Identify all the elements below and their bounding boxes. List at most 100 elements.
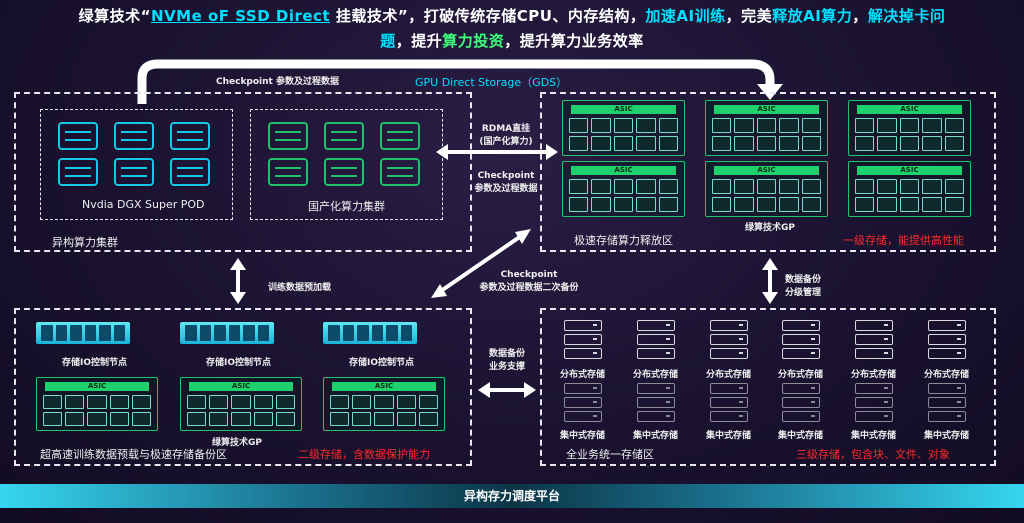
headline-text: ，	[852, 7, 868, 25]
asic-board: ASIC	[36, 377, 158, 431]
storage-io-node-icon	[180, 322, 274, 344]
asic-chip	[87, 412, 107, 426]
server-unit	[855, 320, 893, 331]
checkpoint-mid-label: Checkpoint 参数及过程数据	[470, 171, 542, 194]
server-unit	[637, 334, 675, 345]
asic-chip-grid	[712, 118, 821, 151]
asic-chip	[613, 136, 634, 151]
preload-zone-note: 二级存储，含数据保护能力	[298, 448, 430, 461]
asic-board: ASIC	[562, 100, 685, 156]
io-slot	[199, 325, 211, 341]
nvidia-gpu-icon	[170, 122, 210, 150]
asic-chip	[275, 395, 295, 409]
nvidia-gpu-icon	[170, 158, 210, 186]
asic-chip	[756, 118, 777, 133]
asic-chip	[658, 118, 678, 133]
server-unit	[637, 348, 675, 359]
headline-highlight: 算力投资	[442, 32, 505, 50]
domestic-gpu-icon	[268, 122, 308, 150]
headline-link[interactable]: NVMe oF SSD Direct	[151, 7, 331, 25]
server-unit	[782, 348, 820, 359]
domestic-gpu-icon	[324, 158, 364, 186]
distributed-server-icon	[710, 320, 748, 362]
business-support-label: 数据备份 业务支撑	[478, 346, 536, 372]
server-unit	[710, 348, 748, 359]
preload-backup-zone	[14, 308, 472, 466]
asic-chip	[922, 118, 942, 133]
checkpoint-mid-line-1: Checkpoint	[477, 171, 535, 181]
io-slot	[342, 325, 354, 341]
asic-chip	[944, 179, 964, 194]
asic-chip	[756, 179, 777, 194]
server-unit	[637, 397, 675, 408]
domestic-gpu-icon	[380, 122, 420, 150]
central-storage-label: 集中式存储	[851, 431, 897, 441]
asic-chip	[253, 412, 273, 426]
asic-chip	[330, 395, 350, 409]
asic-chip	[779, 118, 799, 133]
io-node-label: 存储IO控制节点	[349, 358, 414, 368]
central-server-icon	[855, 383, 893, 425]
central-server-icon	[564, 383, 602, 425]
asic-chip	[712, 179, 732, 194]
checkpoint-second-label: Checkpoint 参数及过程数据二次备份	[470, 270, 588, 293]
asic-board: ASIC	[848, 100, 971, 156]
storage-io-node-icon	[36, 322, 130, 344]
asic-chip	[734, 136, 754, 151]
asic-chip	[877, 118, 897, 133]
asic-chip	[231, 412, 251, 426]
asic-chip	[613, 197, 634, 212]
train-preload-label: 训练数据预加载	[268, 283, 332, 293]
asic-chip	[65, 412, 85, 426]
unified-zone-note: 三级存储，包含块、文件、对象	[796, 448, 950, 461]
server-unit	[928, 411, 966, 422]
asic-chip	[396, 412, 416, 426]
distributed-storage-label: 分布式存储	[778, 370, 824, 380]
asic-chip	[756, 136, 777, 151]
hetero-cluster-title: 异构算力集群	[52, 236, 118, 249]
central-storage-label: 集中式存储	[633, 431, 679, 441]
asic-board: ASIC	[848, 161, 971, 217]
asic-label: ASIC	[714, 166, 819, 175]
asic-chip	[801, 179, 821, 194]
asic-chip	[855, 118, 875, 133]
server-unit	[637, 320, 675, 331]
asic-chip	[801, 136, 821, 151]
fast-storage-title: 极速存储算力释放区	[574, 234, 673, 247]
asic-chip	[899, 118, 920, 133]
asic-label: ASIC	[857, 105, 962, 114]
io-slot	[243, 325, 255, 341]
backup-mgmt-line-2: 分级管理	[785, 288, 822, 298]
asic-chip	[87, 395, 107, 409]
central-server-icon	[710, 383, 748, 425]
asic-chip	[944, 118, 964, 133]
server-unit	[928, 320, 966, 331]
asic-chip	[43, 395, 63, 409]
asic-chip	[231, 395, 251, 409]
asic-chip	[275, 412, 295, 426]
distributed-storage-label: 分布式存储	[633, 370, 679, 380]
asic-chip-grid	[855, 179, 964, 212]
asic-chip	[636, 197, 656, 212]
distributed-server-icon	[855, 320, 893, 362]
server-unit	[710, 334, 748, 345]
business-support-line-1: 数据备份	[488, 349, 525, 359]
asic-chip	[613, 179, 634, 194]
asic-chip	[922, 197, 942, 212]
domestic-cluster-label: 国产化算力集群	[308, 200, 385, 213]
asic-board: ASIC	[180, 377, 302, 431]
distributed-server-icon	[637, 320, 675, 362]
preload-gp-label: 绿算技术GP	[212, 438, 262, 448]
asic-chip	[801, 197, 821, 212]
asic-chip	[922, 136, 942, 151]
server-unit	[928, 334, 966, 345]
domestic-gpu-icon	[268, 158, 308, 186]
asic-chip	[636, 136, 656, 151]
scheduling-platform-bar: 异构存力调度平台	[0, 484, 1024, 508]
distributed-storage-label: 分布式存储	[560, 370, 606, 380]
server-unit	[637, 383, 675, 394]
asic-board: ASIC	[323, 377, 445, 431]
rdma-line-1: RDMA直挂	[481, 124, 531, 134]
gds-arrow	[137, 59, 775, 104]
